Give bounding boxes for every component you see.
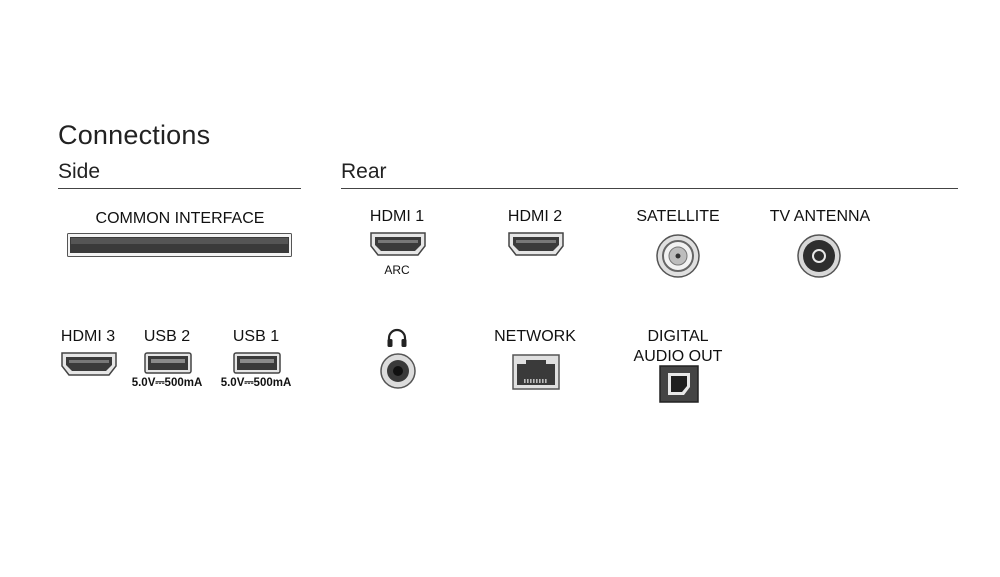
ethernet-port-icon [512, 354, 560, 390]
network-label: NETWORK [494, 328, 576, 345]
headphone-icon [386, 328, 408, 348]
satellite-label: SATELLITE [636, 208, 720, 225]
digital-audio-out-label-line1: DIGITAL [647, 328, 709, 345]
usb2-power-label: 5.0V⎓500mA [131, 377, 203, 389]
section-label-side: Side [58, 160, 101, 183]
hdmi1-label: HDMI 1 [369, 208, 425, 225]
usb1-power-label: 5.0V⎓500mA [220, 377, 292, 389]
side-divider [58, 188, 301, 189]
satellite-connector-icon [656, 234, 700, 278]
hdmi2-label: HDMI 2 [507, 208, 563, 225]
usb2-label: USB 2 [143, 328, 191, 345]
hdmi1-arc-label: ARC [384, 263, 410, 277]
hdmi-port-icon [60, 351, 118, 377]
section-label-rear: Rear [341, 160, 387, 183]
antenna-connector-icon [797, 234, 841, 278]
tv-antenna-label: TV ANTENNA [769, 208, 871, 225]
optical-audio-port-icon [659, 365, 699, 403]
headphone-jack-icon [380, 353, 416, 389]
hdmi-port-icon [507, 231, 565, 257]
hdmi-port-icon [369, 231, 427, 257]
usb-port-icon [233, 352, 281, 374]
common-interface-slot-icon [67, 233, 292, 257]
usb1-label: USB 1 [232, 328, 280, 345]
digital-audio-out-label-line2: AUDIO OUT [633, 348, 723, 365]
connections-title: Connections [58, 120, 211, 150]
common-interface-label: COMMON INTERFACE [95, 210, 265, 227]
hdmi3-label: HDMI 3 [60, 328, 116, 345]
usb-port-icon [144, 352, 192, 374]
rear-divider [341, 188, 958, 189]
